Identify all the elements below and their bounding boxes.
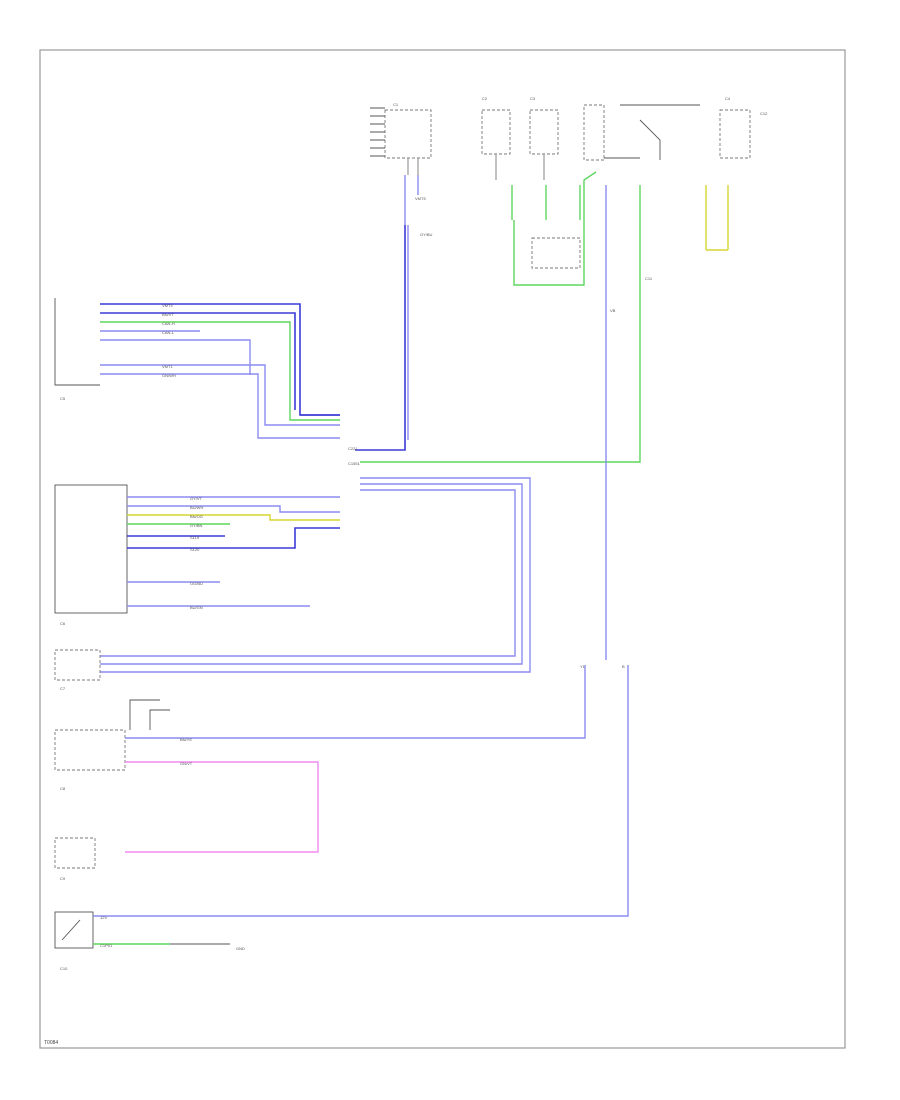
- module-middle-left: [54, 484, 340, 614]
- wire-code-label: GN/WH: [162, 373, 176, 378]
- wire-code-label: BU/GN: [190, 605, 203, 610]
- bus-return-1: [100, 477, 531, 673]
- top-wire-stubs: [404, 175, 729, 251]
- diagram-frame: [39, 49, 846, 1049]
- connector-labels: C1 C2 C3 C4 C5 C6 C7 C8 C9 C10 C11 C12: [60, 96, 768, 971]
- green-loop-top: [513, 171, 597, 286]
- connector-code-label: C7: [60, 686, 66, 691]
- wire-code-label: VMT1: [162, 364, 173, 369]
- wire-code-label: S119: [190, 535, 200, 540]
- wire-code-label: GY/BU: [420, 232, 433, 237]
- wire-code-label: CAN-L: [162, 330, 175, 335]
- module-pink: [54, 837, 96, 869]
- diagram-labels: VMT5 GY/BU VMT4 BN/VT CAN-H CAN-L VMT1 G…: [100, 196, 625, 951]
- wire-code-label: C1P01: [100, 943, 113, 948]
- module-lower-left-1: [54, 649, 101, 681]
- wire-code-label: CAN-H: [162, 321, 175, 326]
- wire-code-label: VB: [610, 308, 616, 313]
- wire-code-label: Y1: [580, 664, 586, 669]
- wire-code-label: OG/BU: [190, 581, 203, 586]
- connector-code-label: C10: [60, 966, 68, 971]
- module-upper-left: [54, 298, 340, 439]
- bottom-switch: [54, 665, 629, 949]
- wire-code-label: GN/VT: [180, 761, 193, 766]
- main-blue-vertical: [355, 225, 406, 451]
- wire-code-label: C221: [348, 446, 358, 451]
- top-center-module: [531, 237, 581, 269]
- connector-code-label: C1: [393, 102, 399, 107]
- module-lower-left-2: [54, 665, 586, 853]
- wire-code-label: VMT5: [415, 196, 426, 201]
- connector-code-label: C3: [530, 96, 536, 101]
- connector-code-label: C12: [760, 111, 768, 116]
- top-fuse-box-left: [370, 107, 432, 175]
- green-horizontal-branch: [360, 222, 641, 463]
- connector-code-label: C6: [60, 621, 66, 626]
- connector-code-label: C4: [725, 96, 731, 101]
- wire-code-label: BN/YE: [180, 737, 192, 742]
- connector-code-label: C9: [60, 876, 66, 881]
- wire-code-label: B: [622, 664, 625, 669]
- wire-code-label: C1551: [348, 461, 361, 466]
- top-fuses-middle: [481, 109, 559, 180]
- wire-code-label: 12V: [100, 915, 107, 920]
- wire-code-label: VMT4: [162, 303, 173, 308]
- top-relay: [583, 104, 751, 161]
- connector-code-label: C5: [60, 396, 66, 401]
- wire-code-label: BU/WH: [190, 505, 203, 510]
- wire-code-label: BN/VT: [162, 312, 174, 317]
- wire-code-label: BN/OG: [190, 514, 203, 519]
- wire-code-label: GY/BN: [190, 523, 203, 528]
- wire-code-label: GY/VT: [190, 496, 203, 501]
- wire-code-label: GND: [236, 946, 245, 951]
- connector-code-label: C2: [482, 96, 488, 101]
- wire-code-label: S120: [190, 547, 200, 552]
- diagram-footer-code: T0084: [44, 1040, 58, 1046]
- connector-code-label: C8: [60, 786, 66, 791]
- connector-code-label: C11: [645, 276, 653, 281]
